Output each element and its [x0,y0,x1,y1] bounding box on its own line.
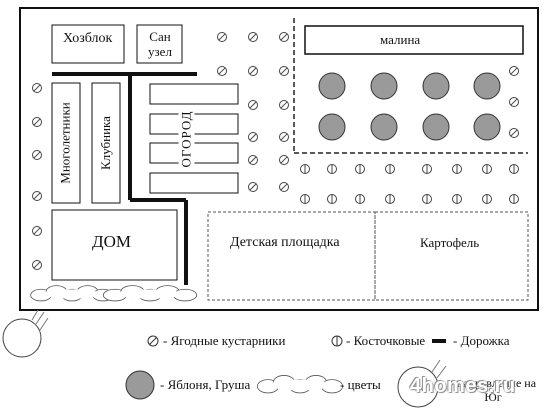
stone-fruit-icon [355,164,365,174]
stone-fruit-icon [300,164,310,174]
stone-fruit-icon [482,164,492,174]
berry-bush-icon [217,66,227,76]
stone-fruit-icon [509,194,519,204]
vegetable-bed [149,142,239,164]
stone-fruit-icon [422,194,432,204]
flower-cloud-icon [102,285,198,302]
perennials-label-wrap: Многолетники [52,83,80,203]
legend-stone-icon [331,335,343,347]
plot-border [19,7,539,311]
stone-fruit-icon [385,164,395,174]
vegetable-garden-label-wrap: ОГОРОД [172,84,200,193]
perennials-label: Многолетники [58,102,74,184]
berry-bush-icon [32,226,42,236]
apple-pear-tree-icon [473,72,501,100]
apple-pear-tree-icon [318,72,346,100]
perennials-bed [51,82,81,204]
legend-sun-icon [397,359,447,408]
stone-fruit-icon [327,164,337,174]
berry-bush-icon [32,117,42,127]
house-label: ДОМ [92,232,131,251]
flower-cloud-icon [256,375,344,394]
berry-bush-icon [32,191,42,201]
berry-bush-icon [32,83,42,93]
house-box [51,209,178,281]
berry-bush-icon [248,100,258,110]
legend-berry-icon [147,335,159,347]
vegetable-garden-label: ОГОРОД [178,108,194,169]
legend-berry-label: - Ягодные кустарники [163,333,286,348]
strawberry-label: Клубника [98,116,113,170]
outbuilding-box [51,24,125,64]
apple-pear-tree-icon [422,72,450,100]
playground-label: Детская площадка [230,235,340,250]
berry-bush-icon [279,100,289,110]
legend-path-icon [432,339,446,343]
stone-fruit-icon [422,164,432,174]
vegetable-bed [149,83,239,105]
sun-icon [2,309,49,358]
apple-pear-tree-icon [422,113,450,141]
legend-flowers-label: - цветы [340,377,381,392]
apple-pear-trees [318,72,501,141]
berry-bush-icon [32,260,42,270]
apple-pear-tree-icon [370,113,398,141]
berry-bushes [32,32,519,270]
potatoes-label: Картофель [420,235,480,250]
berry-bush-icon [509,128,519,138]
watermark-logo: 4homes.ru [410,375,516,397]
vegetable-bed [149,172,239,194]
legend-tree-label: - Яблоня, Груша [160,377,251,392]
potato-zone [374,211,529,301]
berry-bush-icon [248,66,258,76]
stone-fruit-icon [300,194,310,204]
stone-fruit-icon [482,194,492,204]
apple-pear-tree-icon [318,113,346,141]
apple-pear-tree-icon [473,113,501,141]
vegetable-beds [149,83,239,194]
apple-pear-tree-icon [370,72,398,100]
wc-label: Сан узел [148,29,172,59]
legend-path-label: - Дорожка [453,333,510,348]
berry-bush-icon [509,66,519,76]
berry-bush-icon [248,32,258,42]
legend-tree-icon [125,370,155,400]
berry-bush-icon [248,132,258,142]
stone-fruit-icon [509,164,519,174]
raspberry-label: малина [380,32,421,47]
stone-fruit-icon [355,194,365,204]
stone-fruit-icon [327,194,337,204]
flower-beds [30,285,198,302]
legend-stone-label: - Косточковые [346,333,426,348]
berry-bush-icon [279,182,289,192]
raspberry-bed [304,25,524,55]
strawberry-label-wrap: Клубника [92,83,120,203]
vegetable-bed [149,113,239,135]
stone-fruit-icon [452,194,462,204]
berry-bush-icon [279,66,289,76]
flower-cloud-icon [30,285,114,302]
stone-fruit-trees [300,164,519,204]
berry-bush-icon [509,97,519,107]
stone-fruit-icon [452,164,462,174]
playground-zone [207,211,376,301]
outbuilding-label: Хозблок [63,31,113,46]
strawberry-bed [91,82,121,204]
legend-flowers-icon [256,375,344,394]
berry-bush-icon [279,155,289,165]
wc-box [136,24,183,64]
legend-south-label: - направление на Юг [449,376,537,404]
berry-bush-icon [248,155,258,165]
berry-bush-icon [248,182,258,192]
berry-bush-icon [279,32,289,42]
berry-bush-icon [279,132,289,142]
berry-bush-icon [32,150,42,160]
stone-fruit-icon [385,194,395,204]
berry-bush-icon [217,32,227,42]
